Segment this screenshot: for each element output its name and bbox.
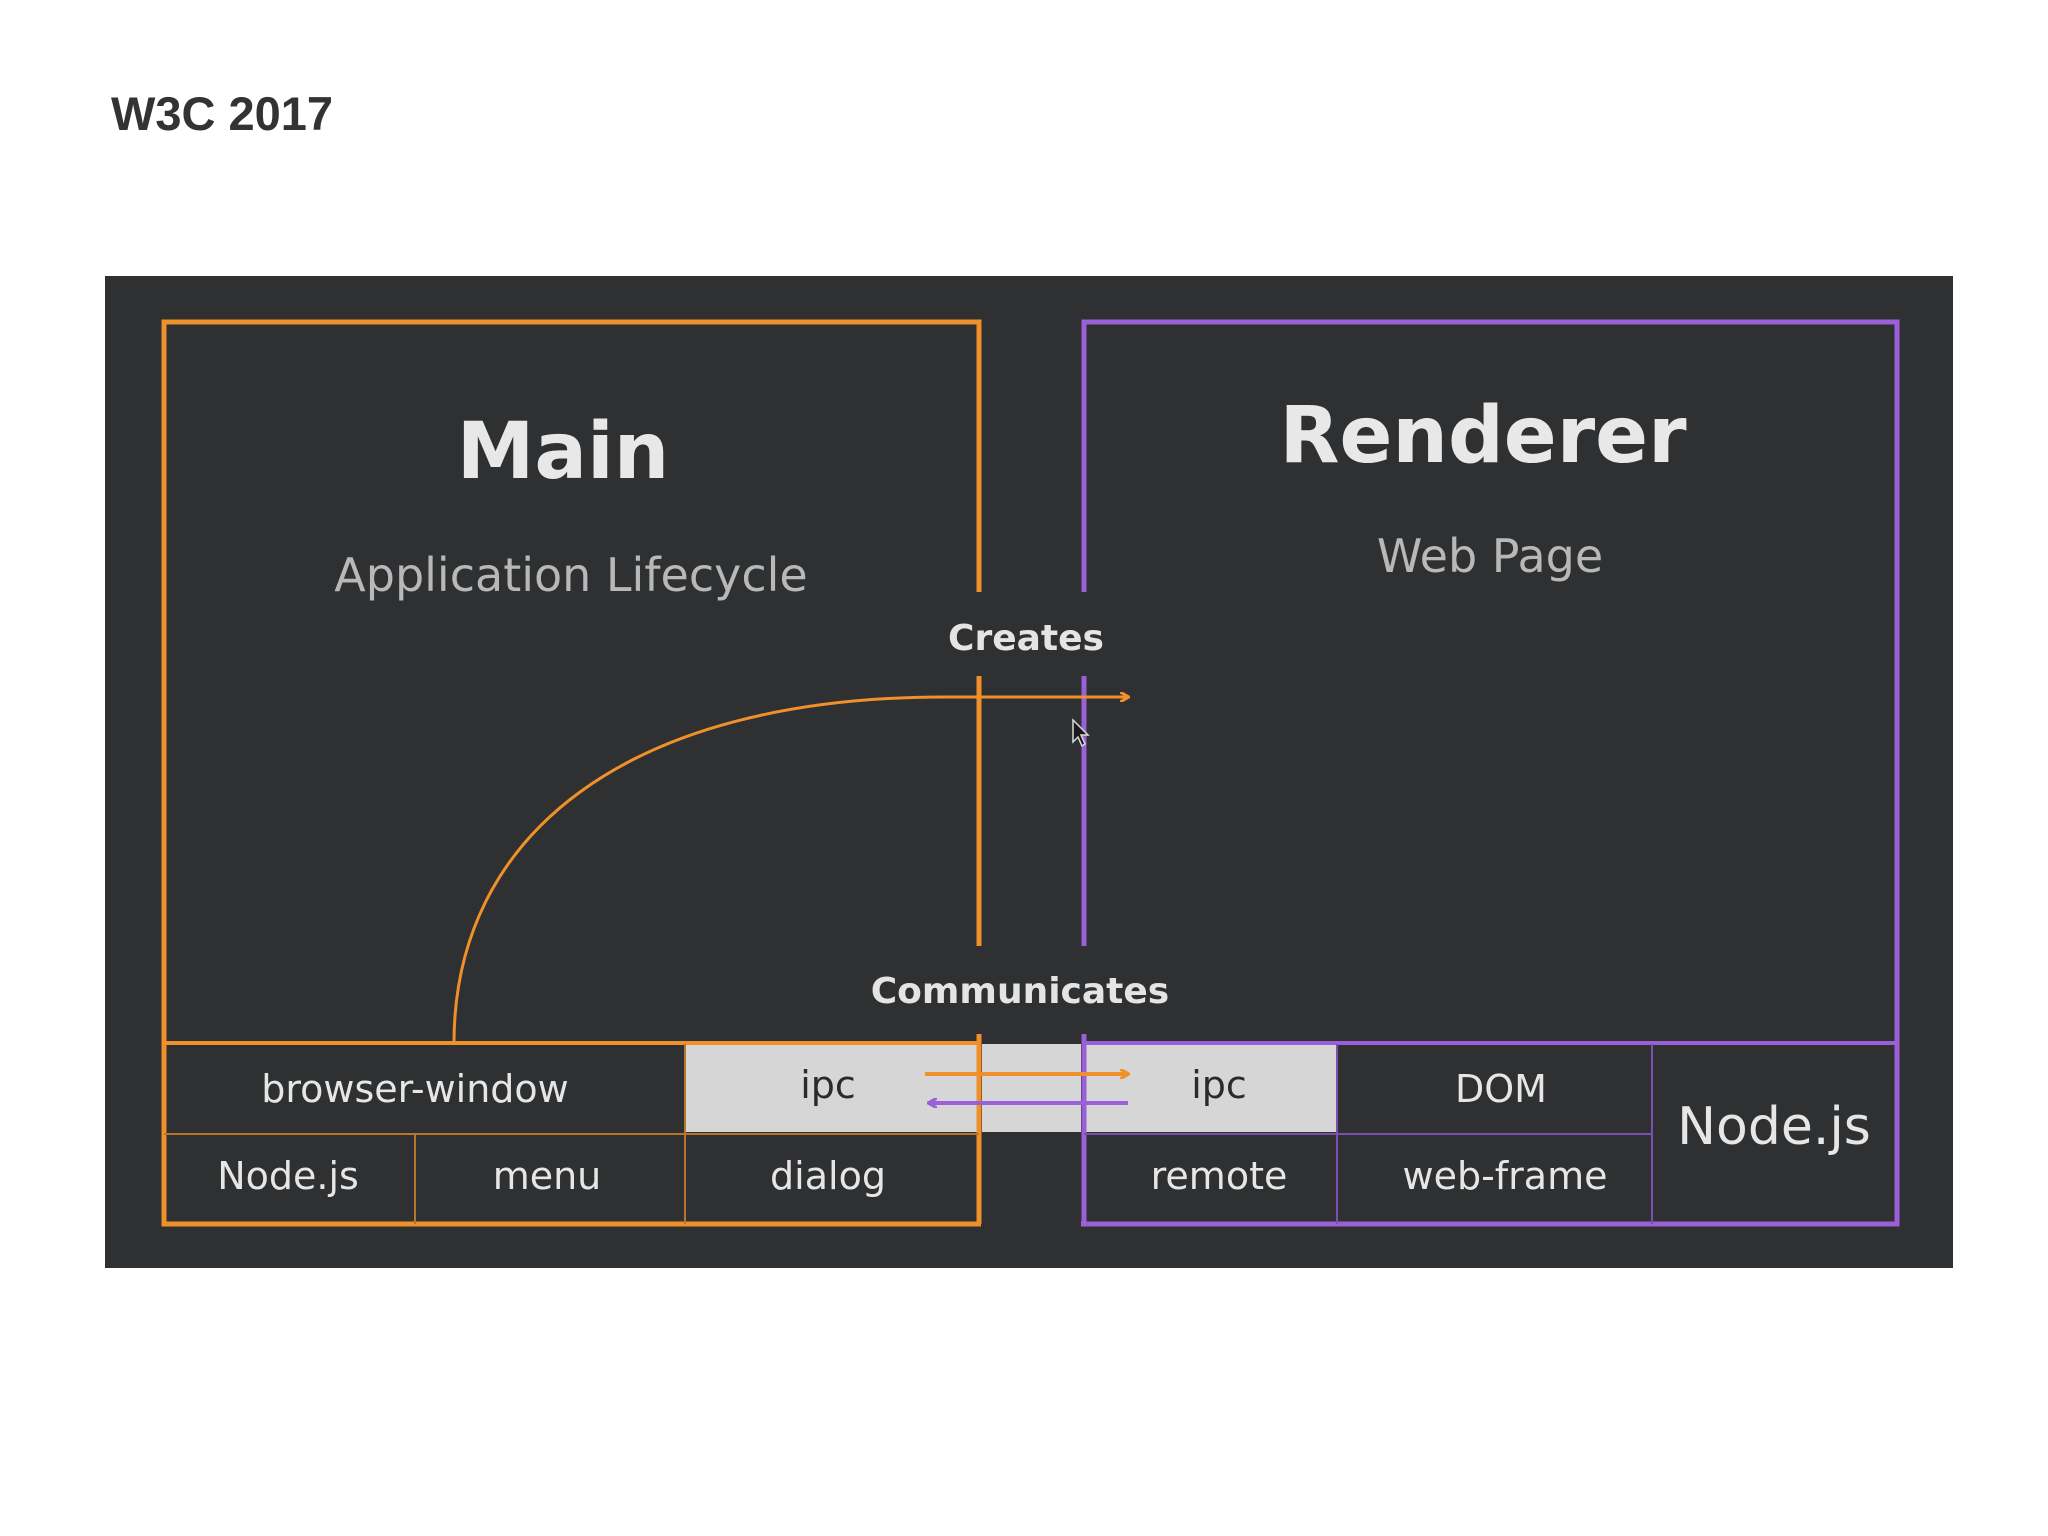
- main-modules-table: [164, 1041, 979, 1224]
- renderer-module-web-frame: web-frame: [1403, 1154, 1608, 1198]
- main-ipc-cell-bg: [685, 1044, 979, 1132]
- main-module-ipc: ipc: [800, 1063, 856, 1107]
- communicates-label: Communicates: [871, 971, 1169, 1012]
- renderer-ipc-cell-bg: [1084, 1044, 1337, 1132]
- renderer-module-dom: DOM: [1455, 1067, 1547, 1111]
- main-title: Main: [457, 407, 670, 497]
- mouse-cursor-icon: [1072, 718, 1090, 748]
- main-module-browser-window: browser-window: [261, 1067, 569, 1111]
- creates-label: Creates: [948, 618, 1104, 659]
- main-module-nodejs: Node.js: [217, 1154, 359, 1198]
- main-module-menu: menu: [493, 1154, 602, 1198]
- renderer-title: Renderer: [1279, 391, 1687, 481]
- main-subtitle: Application Lifecycle: [334, 548, 807, 602]
- renderer-modules-table: [1084, 1041, 1897, 1224]
- architecture-diagram: Main Application Lifecycle browser-windo…: [105, 276, 1953, 1268]
- ipc-connector-band: [982, 1044, 1081, 1132]
- page-title: W3C 2017: [111, 87, 334, 140]
- renderer-module-remote: remote: [1151, 1154, 1288, 1198]
- main-module-dialog: dialog: [770, 1154, 886, 1198]
- renderer-module-ipc: ipc: [1191, 1063, 1247, 1107]
- renderer-module-nodejs: Node.js: [1677, 1097, 1871, 1157]
- renderer-subtitle: Web Page: [1377, 529, 1603, 583]
- creates-arrow: [452, 697, 1128, 1044]
